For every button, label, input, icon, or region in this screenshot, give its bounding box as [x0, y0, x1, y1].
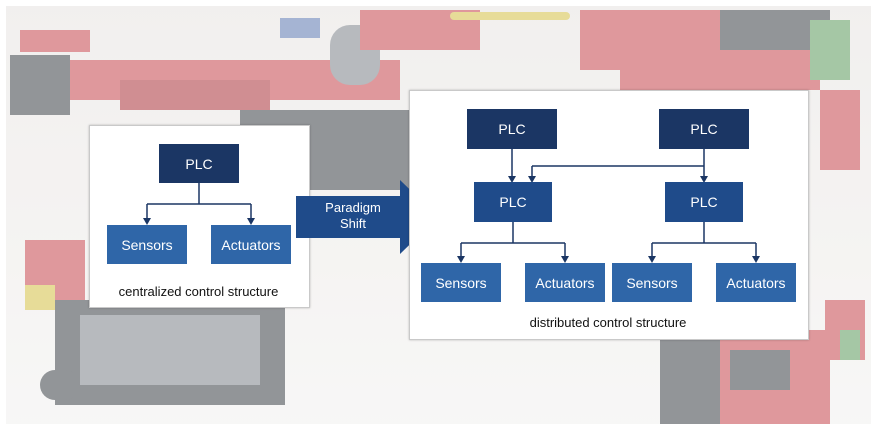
distributed-left-actuators-box: Actuators: [525, 263, 605, 302]
background-photo-part: [20, 30, 90, 52]
distributed-top-right-plc-box: PLC: [659, 109, 749, 149]
distributed-left-sensors-box: Sensors: [421, 263, 501, 302]
distributed-caption: distributed control structure: [529, 315, 687, 330]
distributed-right-actuators-box: Actuators: [716, 263, 796, 302]
background-photo-part: [280, 18, 320, 38]
background-photo-part: [820, 90, 860, 170]
distributed-top-left-plc-box: PLC: [467, 109, 557, 149]
background-photo-part: [730, 350, 790, 390]
background-photo-part: [120, 80, 270, 110]
background-photo-part: [620, 50, 820, 90]
centralized-caption: centralized control structure: [118, 284, 279, 299]
central-plc-box: PLC: [159, 144, 239, 183]
background-photo-part: [80, 315, 260, 385]
background-photo-part: [40, 370, 80, 400]
distributed-left-plc-box: PLC: [474, 182, 552, 222]
paradigm-shift-label: Paradigm Shift: [306, 200, 400, 232]
central-sensors-box: Sensors: [107, 225, 187, 264]
distributed-right-sensors-box: Sensors: [612, 263, 692, 302]
background-photo-part: [25, 285, 55, 310]
background-photo-part: [10, 55, 70, 115]
distributed-right-plc-box: PLC: [665, 182, 743, 222]
central-actuators-box: Actuators: [211, 225, 291, 264]
background-photo-part: [840, 330, 860, 360]
paradigm-shift-line2: Shift: [339, 216, 366, 231]
background-photo-part: [450, 12, 570, 20]
background-photo-part: [810, 20, 850, 80]
paradigm-shift-line1: Paradigm: [325, 200, 381, 215]
background-photo-part: [660, 335, 720, 425]
